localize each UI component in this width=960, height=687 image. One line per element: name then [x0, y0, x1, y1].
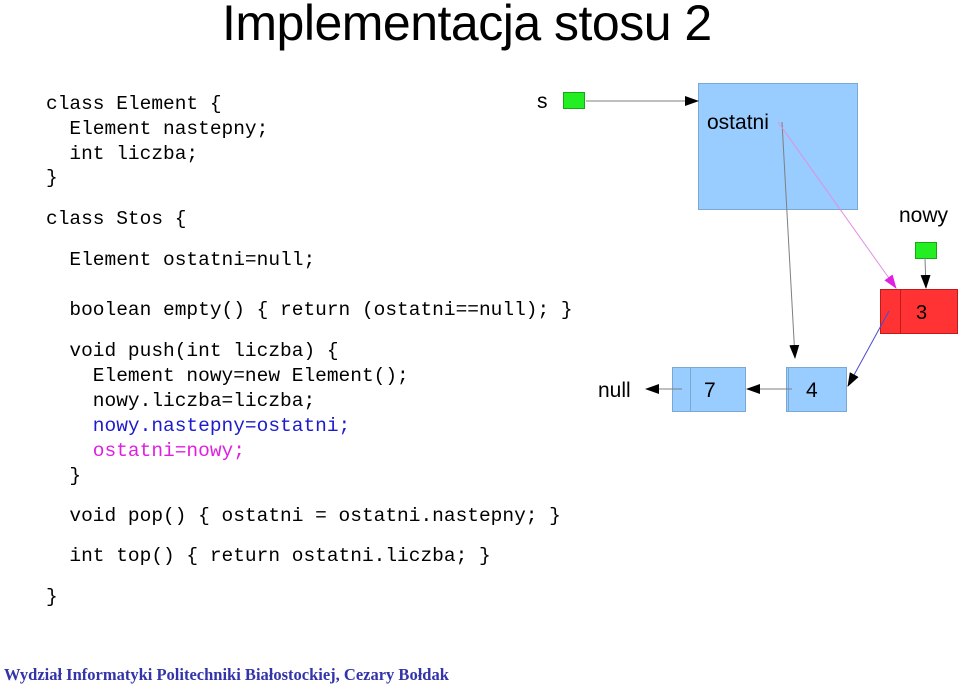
new-node-value: 3	[916, 302, 928, 324]
footer-credit: Wydział Informatyki Politechniki Białost…	[4, 665, 449, 684]
slide-title: Implementacja stosu 2	[222, 0, 712, 51]
arrow-ostatni-to-new-node	[777, 121, 897, 289]
s-label: s	[537, 90, 548, 113]
code-line: Element nowy=new Element();	[46, 365, 409, 387]
node-value: 7	[704, 379, 716, 402]
code-line: class Stos {	[46, 208, 187, 230]
code-line-highlight-magenta: ostatni=nowy;	[46, 440, 245, 462]
arrow-new-node-to-node	[847, 310, 890, 387]
node-value: 4	[806, 379, 818, 402]
s-pointer-cell	[563, 92, 585, 109]
code-line: void pop() { ostatni = ostatni.nastepny;…	[46, 505, 561, 527]
code-line: }	[46, 586, 58, 608]
arrow-ostatni-to-node	[781, 121, 800, 359]
new-node: 3	[880, 289, 958, 334]
null-label: null	[598, 379, 631, 402]
code-line: class Element {	[46, 93, 222, 115]
nowy-label: nowy	[899, 204, 949, 227]
code-line: }	[46, 465, 82, 487]
arrow-nowy-to-new-node	[920, 257, 931, 289]
code-line: nowy.liczba=liczba;	[46, 390, 316, 412]
ostatni-pointer-box	[698, 83, 858, 210]
nowy-pointer-cell	[915, 242, 937, 259]
code-line: int top() { return ostatni.liczba; }	[46, 545, 491, 567]
code-line: Element ostatni=null;	[46, 249, 316, 271]
code-line: int liczba;	[46, 143, 199, 165]
list-node-7: 7	[672, 367, 746, 412]
code-line-highlight-blue: nowy.nastepny=ostatni;	[46, 415, 351, 437]
code-line: boolean empty() { return (ostatni==null)…	[46, 299, 573, 321]
code-line: }	[46, 167, 58, 189]
code-line: void push(int liczba) {	[46, 340, 339, 362]
code-line: Element nastepny;	[46, 118, 269, 140]
ostatni-label: ostatni	[707, 111, 769, 134]
